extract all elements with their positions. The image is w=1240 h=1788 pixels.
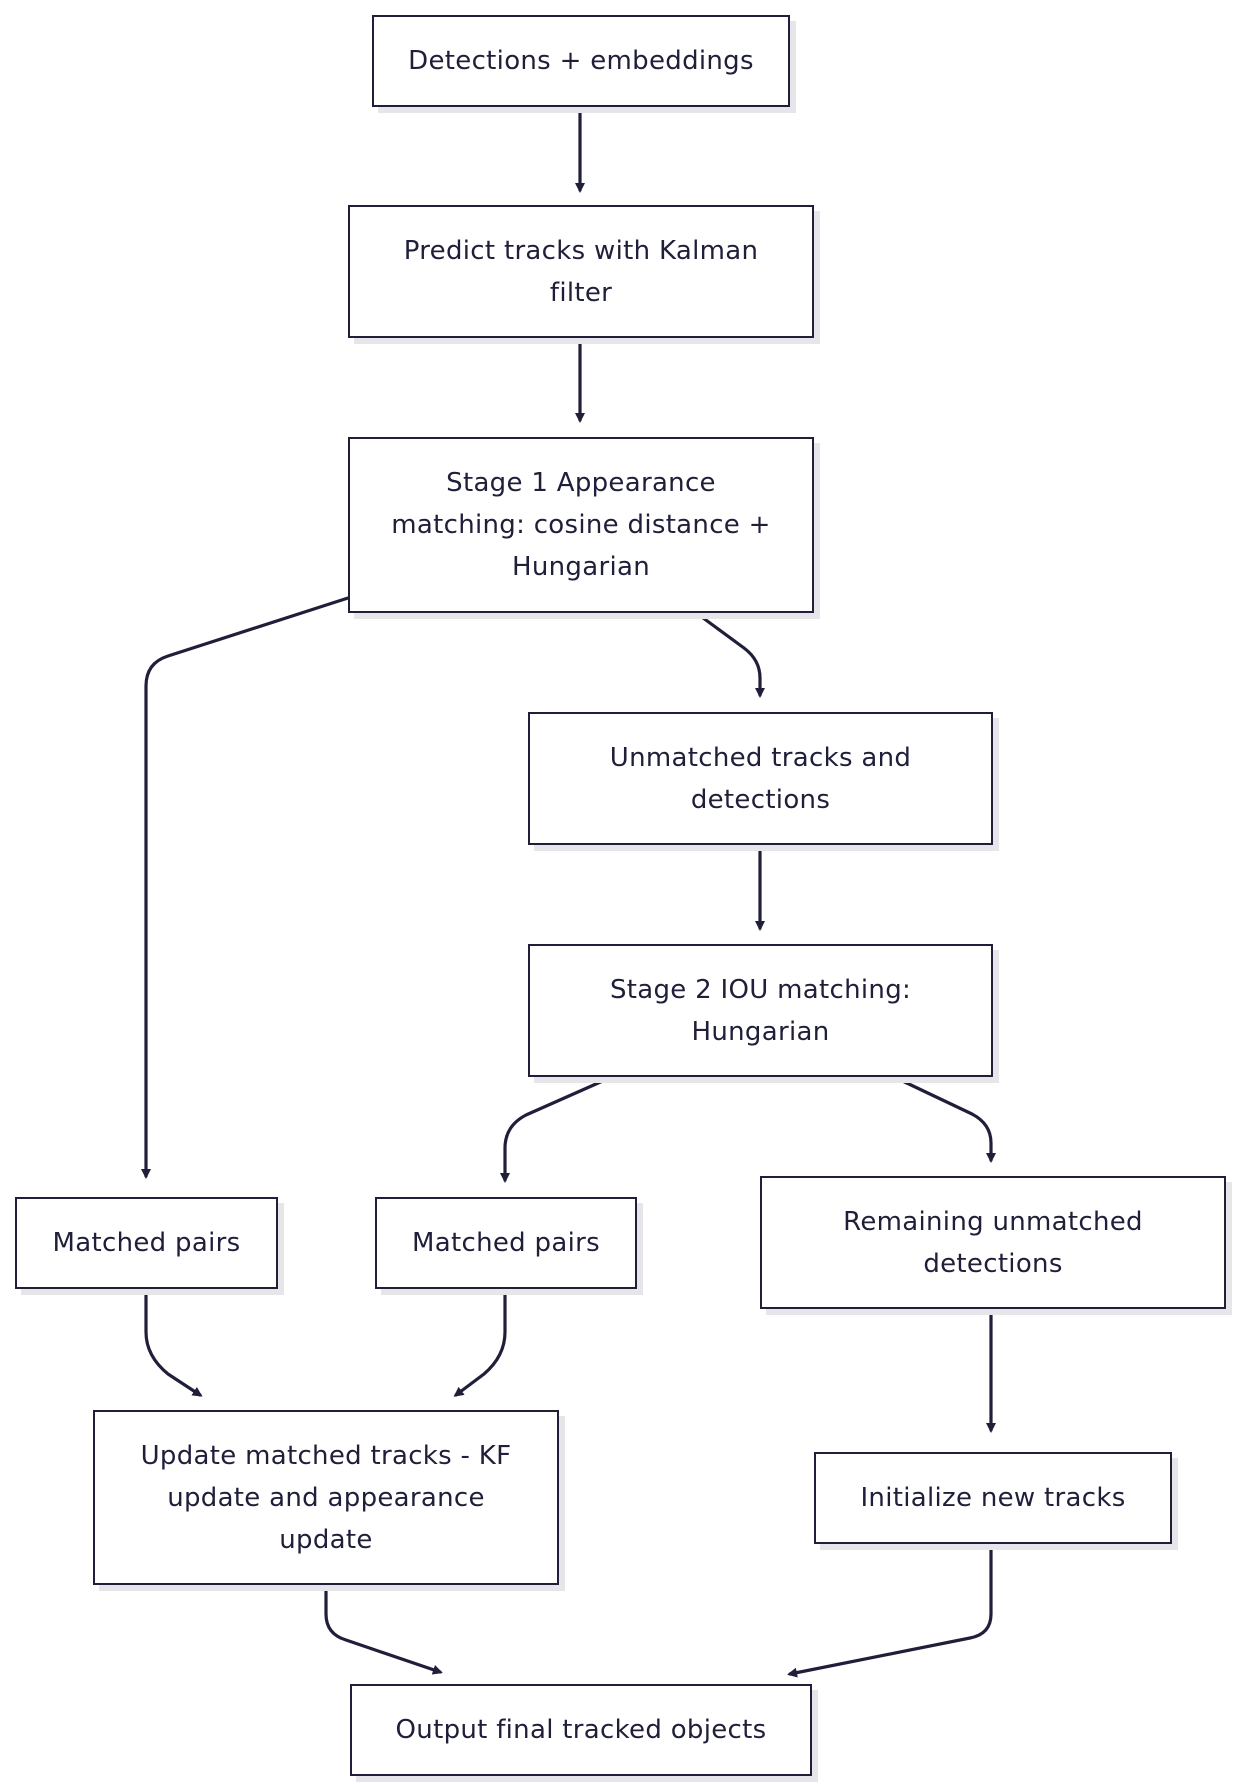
node-initialize-label: Initialize new tracks xyxy=(860,1483,1126,1513)
node-stage1-label: Stage 1 Appearance matching: cosine dist… xyxy=(391,468,771,582)
node-stage1: Stage 1 Appearance matching: cosine dist… xyxy=(348,437,814,613)
node-update: Update matched tracks - KF update and ap… xyxy=(93,1410,559,1585)
node-unmatched: Unmatched tracks and detections xyxy=(528,712,993,845)
node-output: Output final tracked objects xyxy=(350,1684,812,1776)
edge-initialize-to-output xyxy=(787,1540,993,1678)
node-output-label: Output final tracked objects xyxy=(395,1715,767,1745)
node-remaining-label: Remaining unmatched detections xyxy=(843,1206,1143,1279)
node-matched-left-label: Matched pairs xyxy=(52,1228,241,1258)
node-matched-mid: Matched pairs xyxy=(375,1197,637,1289)
edge-stage2-to-matched-mid xyxy=(500,1074,616,1183)
node-predict: Predict tracks with Kalman filter xyxy=(348,205,814,338)
node-remaining: Remaining unmatched detections xyxy=(760,1176,1226,1309)
edge-stage2-to-remaining xyxy=(890,1074,996,1163)
node-stage2: Stage 2 IOU matching: Hungarian xyxy=(528,944,993,1077)
edge-stage1-to-matched-left xyxy=(141,596,350,1179)
node-unmatched-label: Unmatched tracks and detections xyxy=(609,742,912,815)
node-matched-mid-label: Matched pairs xyxy=(412,1228,600,1258)
edge-matched-left-to-update xyxy=(144,1286,203,1397)
node-detections: Detections + embeddings xyxy=(372,15,790,107)
node-detections-label: Detections + embeddings xyxy=(408,46,754,76)
node-predict-label: Predict tracks with Kalman filter xyxy=(403,235,759,308)
node-stage2-label: Stage 2 IOU matching: Hungarian xyxy=(609,974,912,1047)
edge-matched-mid-to-update xyxy=(453,1286,507,1397)
edge-stage1-to-unmatched xyxy=(693,610,765,698)
node-matched-left: Matched pairs xyxy=(15,1197,278,1289)
node-initialize: Initialize new tracks xyxy=(814,1452,1172,1544)
edge-update-to-output xyxy=(324,1580,443,1675)
node-update-label: Update matched tracks - KF update and ap… xyxy=(140,1440,512,1555)
